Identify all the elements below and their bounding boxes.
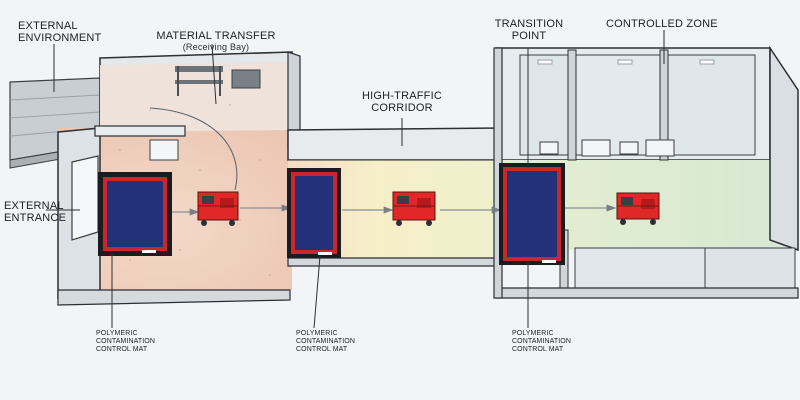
controlled-zone-room (493, 45, 799, 299)
label-external-environment: EXTERNAL ENVIRONMENT (18, 20, 102, 44)
label-mat-transition: POLYMERIC CONTAMINATION CONTROL MAT (512, 330, 571, 353)
label-material-transfer-title: MATERIAL TRANSFER (156, 30, 276, 42)
label-material-transfer: MATERIAL TRANSFER (Receiving Bay) (150, 18, 282, 64)
label-external-entrance: EXTERNAL ENTRANCE (4, 200, 67, 224)
label-mat-receiving: POLYMERIC CONTAMINATION CONTROL MAT (96, 330, 155, 353)
label-controlled-zone: CONTROLLED ZONE (606, 18, 718, 30)
mat-icon-corridor (287, 168, 341, 258)
label-transition-point: TRANSITION POINT (494, 18, 564, 42)
label-mat-corridor: POLYMERIC CONTAMINATION CONTROL MAT (296, 330, 355, 353)
mat-icon-receiving (98, 172, 172, 256)
cart-icon (197, 191, 660, 226)
label-high-traffic-corridor: HIGH-TRAFFIC CORRIDOR (361, 90, 442, 114)
flow-arrow-icon (170, 204, 617, 216)
mat-icon-transition (499, 163, 565, 265)
shelving-unit (175, 66, 261, 96)
label-receiving-bay: (Receiving Bay) (182, 42, 250, 52)
callout-lines (46, 30, 665, 329)
cleanroom-cells (519, 49, 756, 161)
